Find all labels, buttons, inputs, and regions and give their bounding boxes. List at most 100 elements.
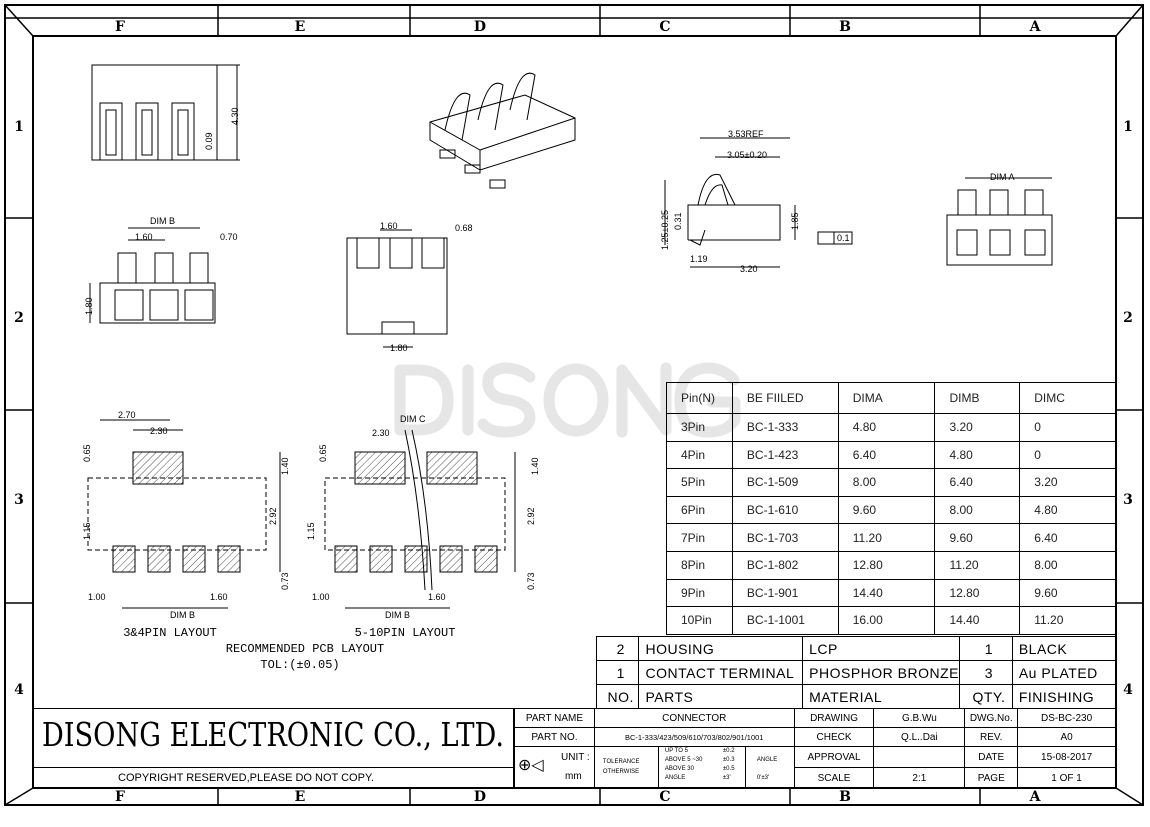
dim-label: 1.25±0.25 [660,210,670,250]
dim-label: 1.60 [210,592,228,602]
projection-symbol-icon: ⊕◁ [518,757,544,774]
layout-caption: 3&4PIN LAYOUT [123,626,217,640]
row-label: 3 [14,492,24,508]
table-cell: 14.40 [837,578,936,608]
table-cell: 8.00 [934,495,1021,525]
parts-cell: HOUSING [638,636,804,661]
check-value: Q.L..Dai [873,727,966,747]
approval-label: APPROVAL [793,746,875,768]
table-cell: 12.80 [934,578,1021,608]
column-label: E [294,19,306,35]
parts-cell: NO. [595,684,640,709]
dim-label: 2.92 [526,507,536,525]
table-cell: 8.00 [1019,550,1116,580]
table-cell: BC-1-1001 [731,606,839,635]
table-cell: 5Pin [666,468,733,497]
tolerance-label: OTHERWISE [602,769,640,775]
table-cell: 4.80 [1019,495,1116,525]
tolerance-value: ±0.5 [722,766,735,772]
table-cell: 7Pin [666,523,733,552]
date-value: 15-08-2017 [1017,746,1116,768]
dim-label: 0.65 [318,444,328,462]
rev-value: A0 [1017,727,1116,747]
dim-label: 1.19 [690,254,708,264]
page-value: 1 OF 1 [1017,767,1116,789]
part-name-label: PART NAME [514,708,595,728]
company-block: DISONG ELECTRONIC CO., LTD. COPYRIGHT RE… [33,708,514,788]
front-view [89,227,216,324]
table-cell: 6Pin [666,495,733,525]
pcb-layout-3-4pin [87,419,281,609]
tolerance-cell: TOLERANCE OTHERWISE UP TO 5 ABOVE 5 ~30 … [593,746,795,789]
header-cell: Pin(N) [666,382,733,414]
approval-value [873,746,966,768]
column-label: A [1029,19,1041,35]
table-cell: 6.40 [934,468,1021,497]
dim-label: DIM A [990,172,1015,182]
flatness-value: 0.1 [837,233,850,243]
table-cell: 9.60 [837,495,936,525]
dim-label: 1.80 [84,297,94,315]
tolerance-range: ABOVE 30 [664,766,694,772]
copyright-notice: COPYRIGHT RESERVED,PLEASE DO NOT COPY. [34,767,513,787]
dim-label: 3.53REF [728,129,764,139]
drawing-value: G.B.Wu [873,708,966,728]
header-cell: DIMC [1019,382,1116,414]
column-label: B [839,789,851,805]
pcb-layout-title: RECOMMENDED PCB LAYOUT [225,642,385,656]
tolerance-label: TOLERANCE [602,759,640,765]
dim-label: 1.00 [88,592,106,602]
dwg-no-value: DS-BC-230 [1017,708,1116,728]
dim-label: 1.60 [380,221,398,231]
header-cell: DIMA [837,382,936,414]
title-block-table: PART NAME CONNECTOR DRAWING G.B.Wu DWG.N… [514,708,1116,789]
angle-label: ANGLE [756,757,778,763]
dim-label: 1.40 [280,457,290,475]
row-label: 1 [14,119,24,135]
table-cell: BC-1-802 [731,550,839,580]
table-cell: 3.20 [1019,468,1116,497]
page-label: PAGE [964,767,1019,789]
dim-label: 1.00 [312,592,330,602]
unit-label: UNIT : [561,752,590,763]
dwg-no-label: DWG.No. [964,708,1019,728]
table-cell: 11.20 [934,550,1021,580]
table-cell: BC-1-703 [731,523,839,552]
tolerance-value: ±3' [722,775,731,781]
parts-cell: CONTACT TERMINAL [638,660,804,685]
dim-label: 0.73 [280,572,290,590]
tolerance-note: TOL:(±0.05) [260,658,340,672]
dim-label: 0.09 [204,132,214,150]
row-label: 1 [1123,119,1133,135]
column-label: F [115,19,125,35]
table-cell: BC-1-333 [731,413,839,442]
column-label: C [659,19,671,35]
table-cell: 14.40 [934,606,1021,635]
drawing-label: DRAWING [793,708,875,728]
tolerance-value: ±0.2 [722,748,735,754]
column-label: D [473,789,487,805]
table-cell: 0 [1019,413,1116,442]
unit-cell: ⊕◁ UNIT : mm [514,746,595,789]
tolerance-value: ±0.3 [722,757,735,763]
dim-label: DIM B [150,216,176,226]
dim-label: 1.60 [428,592,446,602]
column-label: E [294,789,306,805]
divider [657,747,659,788]
tolerance-range: ANGLE [664,775,686,781]
dim-label: 3.20 [740,264,758,274]
parts-cell: PHOSPHOR BRONZE [802,660,960,685]
tolerance-range: ABOVE 5 ~30 [664,757,703,763]
angle-value: 0'±3' [756,775,770,781]
side-view [664,137,853,268]
